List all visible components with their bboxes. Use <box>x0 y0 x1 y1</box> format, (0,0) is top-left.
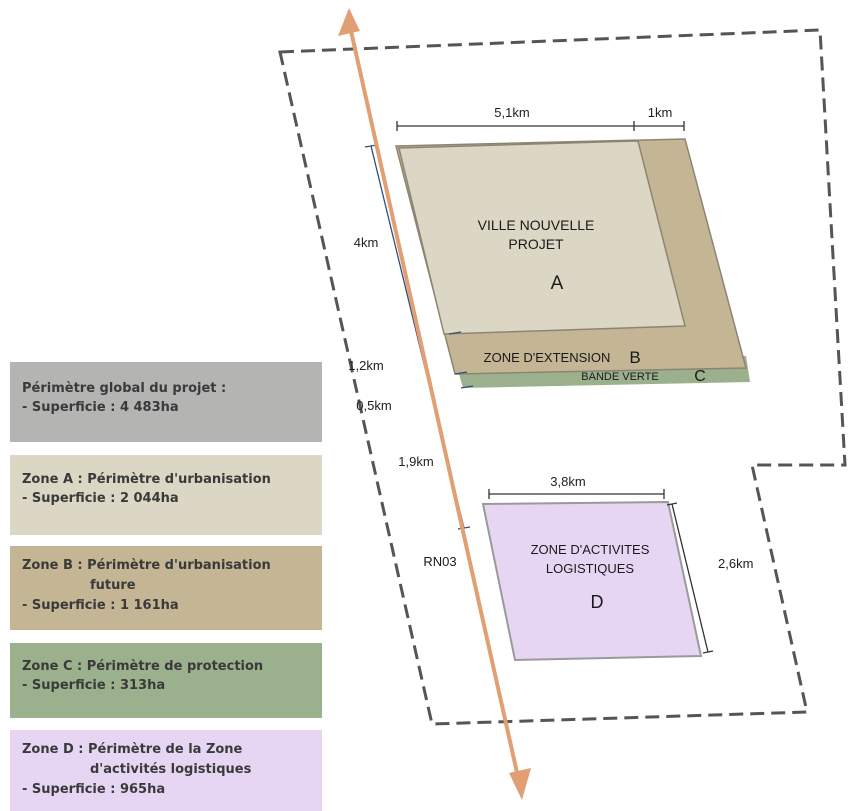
legend-global-line1: Périmètre global du projet : <box>22 381 227 396</box>
legend-zone-c: Zone C : Périmètre de protection - Super… <box>10 643 322 718</box>
dim-height-d: 2,6km <box>718 556 753 571</box>
legend-zone-b-line2: future <box>90 578 136 593</box>
dimension-lines <box>396 121 714 654</box>
road-arrow-north-icon <box>338 8 360 36</box>
zone-d-letter: D <box>591 592 604 612</box>
zone-b-letter: B <box>629 348 640 367</box>
legend-zone-d: Zone D : Périmètre de la Zone d'activité… <box>10 730 322 811</box>
road-rn03 <box>338 8 531 800</box>
dim-height-b: 1,2km <box>348 358 383 373</box>
legend-zone-c-line2: - Superficie : 313ha <box>22 678 166 693</box>
legend-zone-b-line3: - Superficie : 1 161ha <box>22 598 179 613</box>
zone-d-label-1: ZONE D'ACTIVITES <box>531 542 650 557</box>
legend-zone-b-line1: Zone B : Périmètre d'urbanisation <box>22 558 271 573</box>
zone-a-label-1: VILLE NOUVELLE <box>478 217 595 233</box>
dim-width-b: 1km <box>648 105 673 120</box>
legend-global: Périmètre global du projet : - Superfici… <box>10 362 322 442</box>
zone-a-letter: A <box>551 273 564 294</box>
dim-height-c: 0,5km <box>356 398 391 413</box>
dim-gap: 1,9km <box>398 454 433 469</box>
road-label: RN03 <box>423 554 456 569</box>
legend-zone-a-line1: Zone A : Périmètre d'urbanisation <box>22 472 271 487</box>
zone-c-label: BANDE VERTE <box>581 371 658 383</box>
zone-a-label-2: PROJET <box>508 236 564 252</box>
zone-c-letter: C <box>694 368 706 385</box>
legend-zone-d-line3: - Superficie : 965ha <box>22 782 166 797</box>
dim-height-a: 4km <box>354 235 379 250</box>
road-arrow-south-icon <box>509 768 531 800</box>
zone-a-area <box>398 140 686 335</box>
legend-zone-d-line2: d'activités logistiques <box>90 762 252 777</box>
legend-zone-d-line1: Zone D : Périmètre de la Zone <box>22 742 243 757</box>
zone-b-label: ZONE D'EXTENSION <box>484 350 611 365</box>
legend-global-line2: - Superficie : 4 483ha <box>22 400 179 415</box>
legend-zone-c-line1: Zone C : Périmètre de protection <box>22 659 264 674</box>
legend-zone-b: Zone B : Périmètre d'urbanisation future… <box>10 546 322 630</box>
dim-width-a: 5,1km <box>494 105 529 120</box>
dim-width-d: 3,8km <box>550 474 585 489</box>
zone-d-area <box>481 500 703 662</box>
legend-zone-a-line2: - Superficie : 2 044ha <box>22 491 179 506</box>
legend-zone-a: Zone A : Périmètre d'urbanisation - Supe… <box>10 455 322 535</box>
zone-d-label-2: LOGISTIQUES <box>546 561 634 576</box>
